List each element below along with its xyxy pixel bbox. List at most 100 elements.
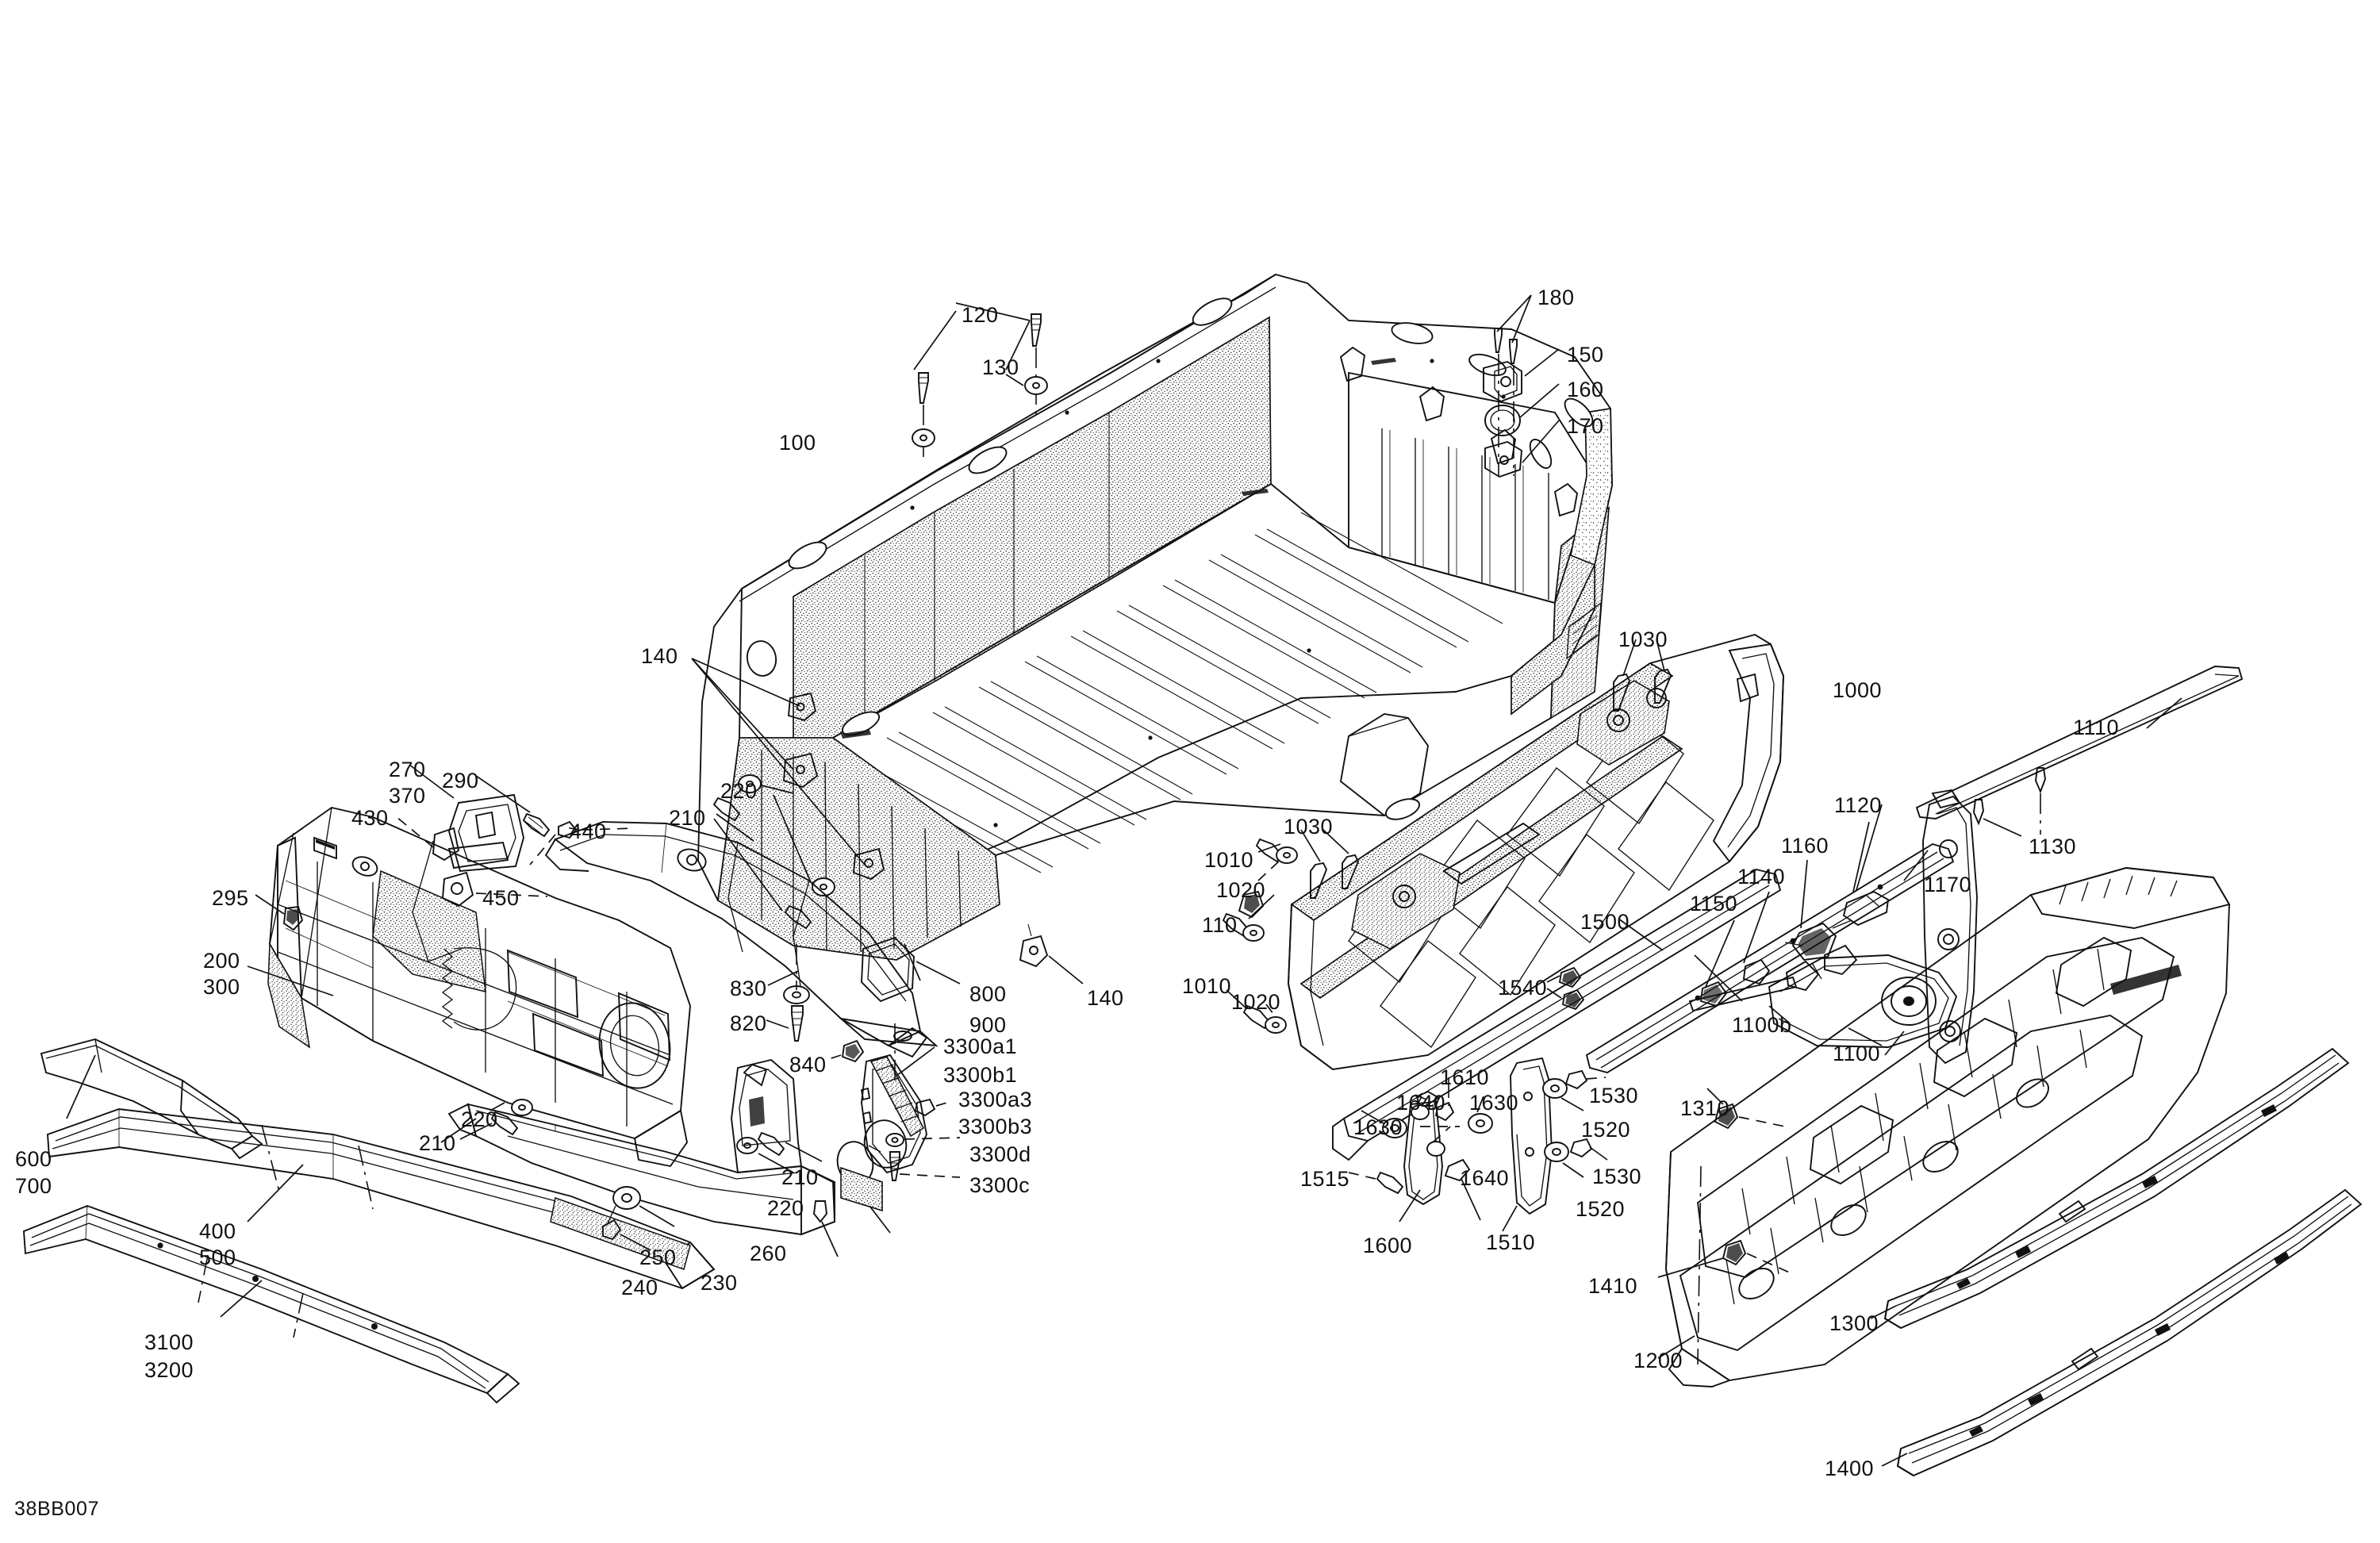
callout-400: 400 (199, 1219, 236, 1243)
part-screw-1515 (1348, 1171, 1404, 1195)
part-bracket-600-700 (40, 1038, 263, 1160)
callout-1640-upper: 1640 (1396, 1091, 1446, 1115)
part-tailgate-frame-1000 (1288, 633, 1784, 1070)
part-trim-1300 (1870, 1047, 2350, 1330)
part-1120-bolt (1842, 821, 1890, 927)
part-140-lower (1019, 923, 1084, 985)
callout-1520-lower: 1520 (1576, 1197, 1626, 1221)
callout-1020-upper: 1020 (1216, 878, 1266, 902)
callout-830: 830 (730, 977, 767, 1000)
callout-900: 900 (969, 1013, 1007, 1037)
part-clip-295 (255, 894, 304, 931)
callout-250: 250 (639, 1246, 677, 1269)
callout-1630-upper: 1630 (1469, 1091, 1519, 1115)
callout-1010-lower: 1010 (1182, 974, 1232, 998)
callout-1160: 1160 (1781, 834, 1829, 858)
callout-1640-lower: 1640 (1460, 1166, 1510, 1190)
part-screw-290 (475, 775, 551, 838)
part-latch-3300 (836, 1023, 961, 1185)
callout-1030-top: 1030 (1618, 628, 1668, 651)
callout-3100: 3100 (144, 1330, 194, 1354)
part-screw-120 (955, 302, 1042, 370)
callout-1610: 1610 (1440, 1065, 1490, 1089)
callout-270: 270 (389, 758, 426, 781)
callout-440: 440 (570, 819, 607, 843)
callout-220-upper: 220 (720, 779, 758, 803)
callout-1030-mid: 1030 (1284, 815, 1334, 839)
part-fasteners-1010-1020-upper (1255, 838, 1298, 881)
part-fasteners-1030 (1300, 639, 1672, 899)
part-1170-hinge-arm (1903, 789, 1978, 1065)
callout-450: 450 (482, 886, 520, 910)
part-front-panel-200-300 (267, 806, 691, 1168)
callout-1630-left: 1630 (1353, 1115, 1403, 1139)
callout-240: 240 (621, 1276, 658, 1299)
part-assembly-150-180 (1483, 294, 1560, 478)
callout-170: 170 (1567, 414, 1604, 438)
callout-300: 300 (203, 975, 240, 999)
part-fastener-840 (826, 1039, 865, 1063)
part-450 (412, 840, 548, 962)
part-fasteners-1010-1020-lower (1222, 912, 1287, 1034)
callout-3300b3: 3300b3 (958, 1115, 1033, 1138)
callout-140-lower: 140 (1087, 986, 1124, 1010)
callout-180: 180 (1537, 286, 1575, 309)
callout-150: 150 (1567, 343, 1604, 367)
part-fasteners-1520-1530 (1542, 1069, 1608, 1178)
callout-700: 700 (15, 1174, 52, 1198)
callout-1300: 1300 (1829, 1311, 1879, 1335)
part-clip-1410 (1657, 1239, 1794, 1278)
part-bumper-assembly (440, 1058, 891, 1257)
callout-1100b: 1100b (1732, 1013, 1792, 1037)
callout-1520-upper: 1520 (1581, 1118, 1631, 1142)
callout-370: 370 (389, 784, 426, 808)
part-fender-800-900 (544, 821, 961, 1058)
part-bracket-270-370 (409, 764, 524, 873)
callout-500: 500 (199, 1246, 236, 1269)
part-1160-nut (1784, 859, 1852, 980)
callout-3300b1: 3300b1 (943, 1063, 1018, 1087)
callout-430: 430 (351, 806, 389, 830)
callout-1150: 1150 (1690, 892, 1738, 915)
callout-3300c: 3300c (969, 1173, 1031, 1197)
callout-220-left: 220 (461, 1107, 498, 1131)
part-screw-120b (912, 310, 957, 457)
part-1140-1150-fasteners (1699, 891, 1771, 1008)
callout-100: 100 (779, 431, 816, 455)
part-group-140-upper (691, 658, 885, 881)
part-cargo-box-100 (697, 273, 1613, 961)
callout-160: 160 (1567, 378, 1604, 401)
part-tailgate-outer-1200 (1657, 867, 2231, 1388)
callout-1310: 1310 (1680, 1096, 1730, 1120)
part-screw-440 (529, 820, 635, 866)
callout-1020-lower: 1020 (1231, 990, 1281, 1014)
part-fasteners-210-220-left (459, 1099, 533, 1140)
callout-3300d: 3300d (969, 1142, 1031, 1166)
callout-290: 290 (442, 769, 479, 793)
callout-210-upper: 210 (669, 806, 706, 830)
callout-1000: 1000 (1833, 678, 1883, 702)
callout-820: 820 (730, 1011, 767, 1035)
callout-1530-lower: 1530 (1592, 1165, 1642, 1188)
callout-295: 295 (212, 886, 249, 910)
callout-1130: 1130 (2029, 835, 2077, 858)
sheet-id-label: 38BB007 (14, 1498, 100, 1520)
callout-210-left: 210 (419, 1131, 456, 1155)
callout-130: 130 (982, 355, 1019, 379)
callout-1600: 1600 (1363, 1234, 1413, 1257)
callout-1515: 1515 (1300, 1167, 1350, 1191)
part-trim-1400 (1881, 1188, 2363, 1477)
part-washer-220-upper (738, 774, 835, 896)
callout-800: 800 (969, 982, 1007, 1006)
part-fasteners-1630-1640 (1361, 1077, 1493, 1221)
callout-1140: 1140 (1737, 865, 1786, 889)
callout-230: 230 (701, 1271, 738, 1295)
leader-200-300 (247, 965, 334, 996)
callout-1170: 1170 (1924, 873, 1972, 896)
part-screw-210-upper (712, 796, 812, 930)
callout-1410: 1410 (1588, 1274, 1638, 1298)
callout-140-upper: 140 (641, 644, 678, 668)
callout-3200: 3200 (144, 1358, 194, 1382)
part-washer-130 (1005, 347, 1048, 420)
